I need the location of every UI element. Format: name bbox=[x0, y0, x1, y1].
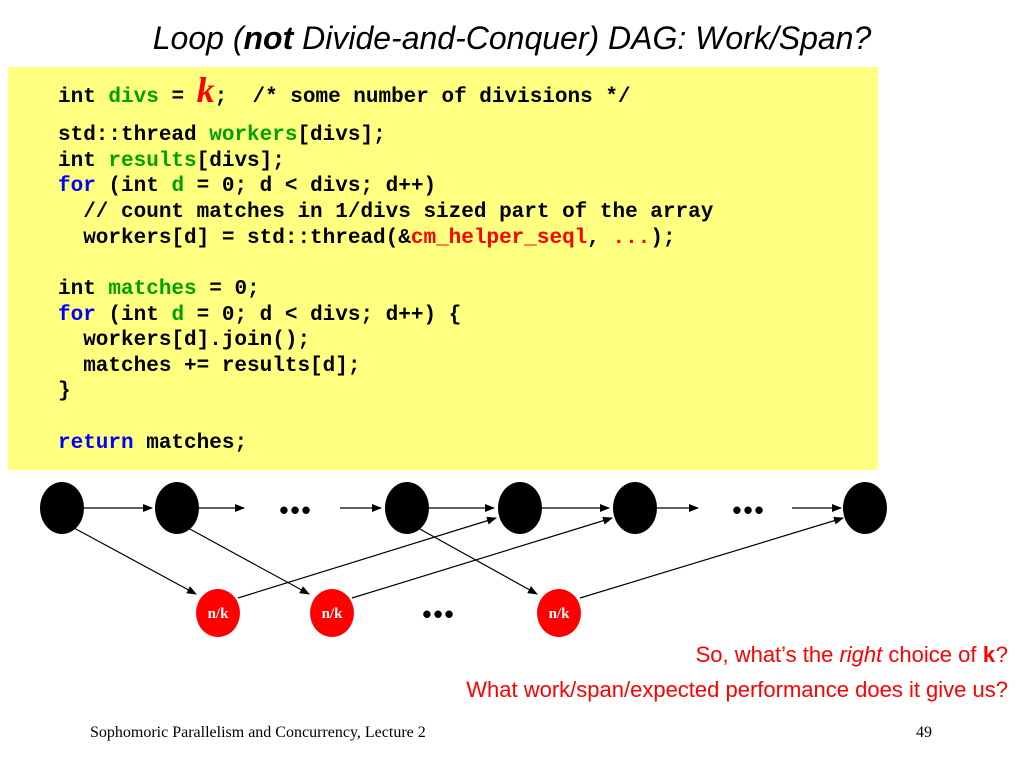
code-line-6: workers[d] = std::thread(&cm_helper_seql… bbox=[58, 227, 676, 250]
code-line-9: workers[d].join(); bbox=[58, 329, 311, 352]
footer-course: Sophomoric Parallelism and Concurrency, … bbox=[90, 724, 426, 741]
code-line-10: matches += results[d]; bbox=[58, 355, 361, 378]
code-line-12: return matches; bbox=[58, 432, 248, 455]
leaf-node bbox=[537, 589, 581, 637]
slide-number: 49 bbox=[916, 724, 932, 741]
leaf-label: n/k bbox=[322, 606, 344, 622]
ellipsis: ••• bbox=[422, 599, 455, 629]
ellipsis: ••• bbox=[732, 495, 765, 525]
code-line-7: int matches = 0; bbox=[58, 278, 260, 301]
dag-node bbox=[843, 482, 887, 534]
dag-node bbox=[40, 482, 84, 534]
code-block: int divs = k; /* some number of division… bbox=[8, 67, 878, 470]
leaf-label: n/k bbox=[208, 606, 230, 622]
title-bold: not bbox=[243, 20, 294, 56]
slide-title: Loop (not Divide-and-Conquer) DAG: Work/… bbox=[152, 20, 872, 56]
dag-node bbox=[498, 482, 542, 534]
code-line-4: for (int d = 0; d < divs; d++) bbox=[58, 175, 437, 198]
dag-node bbox=[155, 482, 199, 534]
code-line-3: int results[divs]; bbox=[58, 150, 285, 173]
join-edge bbox=[351, 516, 613, 599]
leaf-label: n/k bbox=[549, 606, 571, 622]
join-edge bbox=[579, 516, 844, 599]
code-line-1: int divs = k; /* some number of division… bbox=[58, 70, 631, 110]
k-variable: k bbox=[196, 70, 215, 110]
ellipsis: ••• bbox=[279, 495, 312, 525]
code-line-11: } bbox=[58, 380, 71, 403]
question-line-1: So, what’s the right choice of k? bbox=[695, 642, 1008, 669]
join-edge bbox=[237, 516, 497, 599]
leaf-node bbox=[196, 589, 240, 637]
code-line-5: // count matches in 1/divs sized part of… bbox=[58, 201, 714, 224]
code-line-8: for (int d = 0; d < divs; d++) { bbox=[58, 304, 462, 327]
dag-node bbox=[385, 482, 429, 534]
fork-edge bbox=[187, 527, 310, 595]
question-line-2: What work/span/expected performance does… bbox=[466, 677, 1008, 702]
fork-edge bbox=[73, 527, 197, 595]
dag-node bbox=[613, 482, 657, 534]
fork-edge bbox=[417, 527, 538, 595]
code-line-2: std::thread workers[divs]; bbox=[58, 124, 386, 147]
leaf-node bbox=[310, 589, 354, 637]
